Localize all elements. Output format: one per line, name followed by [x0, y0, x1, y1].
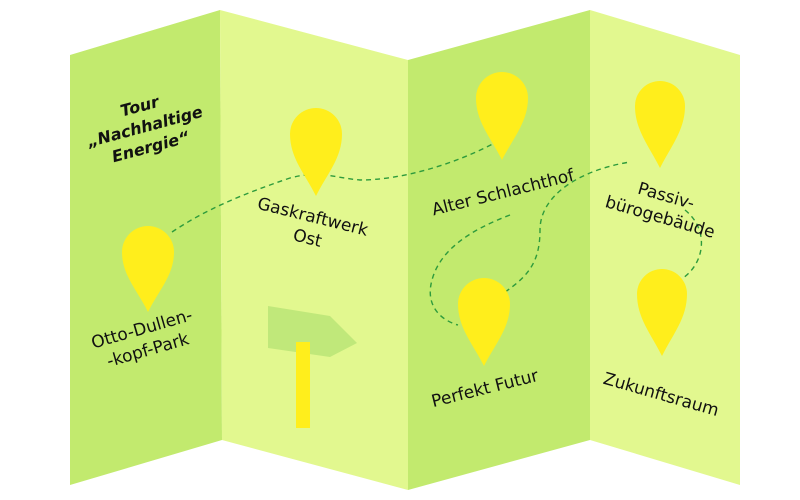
- map-pin-icon: [458, 278, 510, 366]
- map-pin-icon: [637, 269, 687, 356]
- map-panel-3: [408, 10, 590, 490]
- map-panel-2: [220, 10, 408, 490]
- map-pin-icon: [122, 226, 174, 312]
- map-pin-icon: [476, 72, 528, 160]
- map-pin-icon: [290, 108, 342, 196]
- signpost-icon: [268, 306, 357, 428]
- map-pin-icon: [635, 81, 685, 168]
- map-panel-4: [590, 10, 740, 485]
